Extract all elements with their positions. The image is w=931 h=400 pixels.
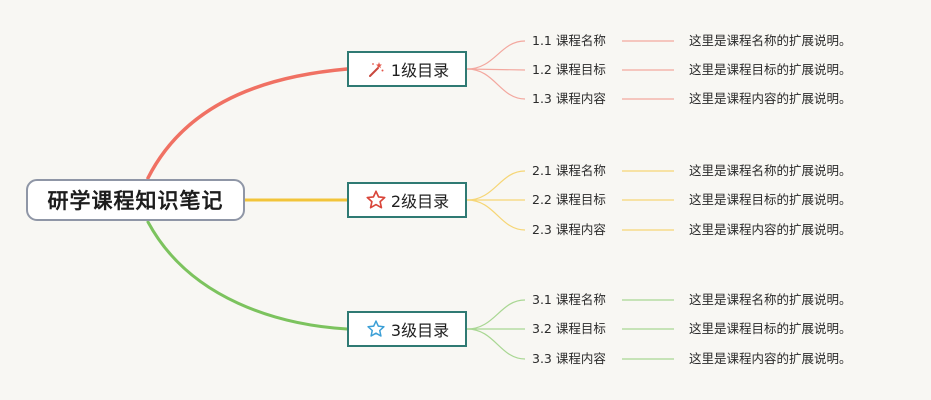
leaf-topic[interactable]: 2.2 课程目标 — [532, 192, 606, 207]
connector-root-branch-1 — [146, 67, 349, 180]
leaf-description[interactable]: 这里是课程内容的扩展说明。 — [689, 351, 852, 366]
leaf-description[interactable]: 这里是课程名称的扩展说明。 — [689, 292, 852, 307]
leaf-description[interactable]: 这里是课程名称的扩展说明。 — [689, 163, 852, 178]
leaf-description[interactable]: 这里是课程名称的扩展说明。 — [689, 33, 852, 48]
leaf-topic[interactable]: 1.1 课程名称 — [532, 33, 606, 48]
connector-branch-1-leaf-2 — [466, 68, 526, 71]
connector-branch-3-leaf-1 — [466, 299, 526, 330]
connector-branch-2-leaf-3 — [466, 199, 526, 231]
connector-root-branch-3 — [146, 220, 349, 331]
connector-branch-1-leaf-3 — [466, 68, 526, 100]
branch-topic-1-label: 1级目录 — [390, 61, 450, 80]
blue-star-outline-icon — [365, 318, 387, 340]
root-topic[interactable]: 研学课程知识笔记 — [26, 179, 245, 221]
leaf-topic[interactable]: 3.3 课程内容 — [532, 351, 606, 366]
leaf-topic[interactable]: 2.3 课程内容 — [532, 222, 606, 237]
branch-topic-2-label: 2级目录 — [390, 192, 450, 211]
connector-branch-2-leaf-1 — [466, 170, 526, 201]
connector-branch-3-leaf-3 — [466, 328, 526, 360]
leaf-topic[interactable]: 1.2 课程目标 — [532, 62, 606, 77]
leaf-topic[interactable]: 3.2 课程目标 — [532, 321, 606, 336]
leaf-description[interactable]: 这里是课程目标的扩展说明。 — [689, 321, 852, 336]
branch-topic-2[interactable]: 2级目录 — [347, 182, 467, 218]
leaf-topic[interactable]: 2.1 课程名称 — [532, 163, 606, 178]
magic-wand-icon — [365, 58, 387, 80]
leaf-topic[interactable]: 1.3 课程内容 — [532, 91, 606, 106]
leaf-topic[interactable]: 3.1 课程名称 — [532, 292, 606, 307]
leaf-description[interactable]: 这里是课程目标的扩展说明。 — [689, 62, 852, 77]
branch-topic-3[interactable]: 3级目录 — [347, 311, 467, 347]
leaf-description[interactable]: 这里是课程目标的扩展说明。 — [689, 192, 852, 207]
branch-topic-1[interactable]: 1级目录 — [347, 51, 467, 87]
red-star-outline-icon — [365, 189, 387, 211]
leaf-description[interactable]: 这里是课程内容的扩展说明。 — [689, 91, 852, 106]
leaf-description[interactable]: 这里是课程内容的扩展说明。 — [689, 222, 852, 237]
root-topic-title: 研学课程知识笔记 — [47, 189, 224, 213]
branch-topic-3-label: 3级目录 — [390, 321, 450, 340]
connector-branch-1-leaf-1 — [466, 40, 526, 70]
